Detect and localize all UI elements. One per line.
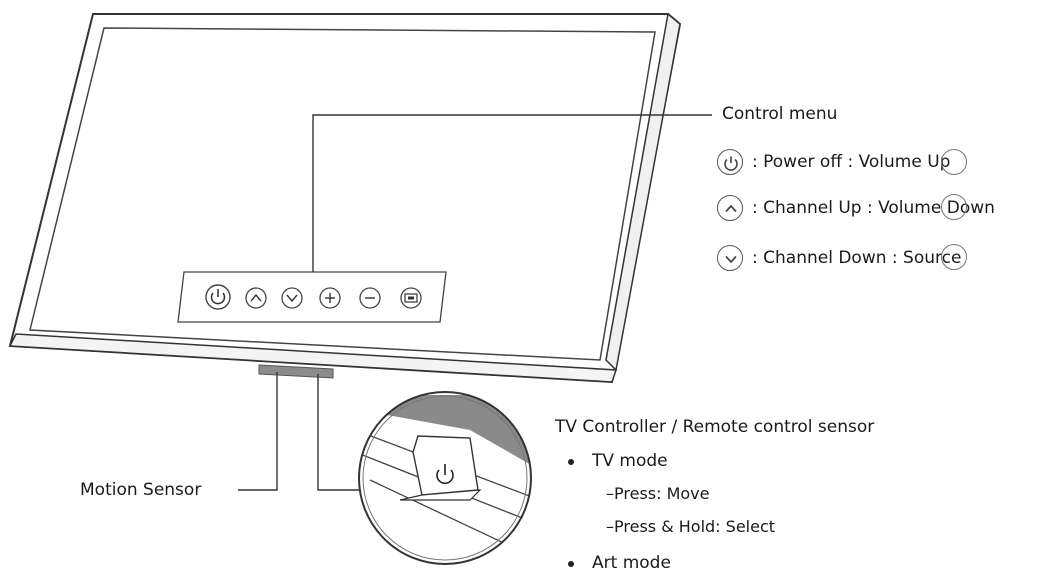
- source-ghost-icon: [941, 244, 967, 270]
- tv-controller-title: TV Controller / Remote control sensor: [555, 417, 875, 437]
- panel-channel-down-button[interactable]: [281, 287, 303, 309]
- control-menu-leader: [312, 114, 712, 272]
- control-menu-item-3: : Channel Down : Source: [752, 248, 962, 268]
- power-icon: [436, 464, 454, 485]
- tv-mode-action-1: –Press: Move: [606, 484, 710, 503]
- control-panel: [177, 271, 447, 323]
- tv-side-edge: [605, 12, 681, 372]
- control-menu-item-1: : Power off : Volume Up: [752, 152, 951, 172]
- bullet: [568, 459, 574, 465]
- volume-down-ghost-icon: [941, 194, 967, 220]
- controller-leader: [317, 374, 368, 491]
- tv-mode-action-2: –Press & Hold: Select: [606, 517, 776, 536]
- art-mode-label: Art mode: [592, 553, 671, 573]
- motion-sensor-leader: [238, 372, 278, 491]
- power-icon: [717, 149, 743, 175]
- chevron-up-icon: [717, 195, 743, 221]
- volume-up-ghost-icon: [941, 149, 967, 175]
- bullet: [568, 561, 574, 567]
- panel-channel-up-button[interactable]: [245, 287, 267, 309]
- panel-power-button[interactable]: [205, 284, 231, 310]
- motion-sensor-label: Motion Sensor: [80, 480, 202, 500]
- tv-mode-label: TV mode: [592, 451, 668, 471]
- panel-source-button[interactable]: [400, 287, 422, 309]
- control-menu-item-2: : Channel Up : Volume Down: [752, 198, 995, 218]
- panel-volume-down-button[interactable]: [359, 287, 381, 309]
- control-menu-title: Control menu: [722, 104, 838, 124]
- chevron-down-icon: [717, 245, 743, 271]
- panel-volume-up-button[interactable]: [319, 287, 341, 309]
